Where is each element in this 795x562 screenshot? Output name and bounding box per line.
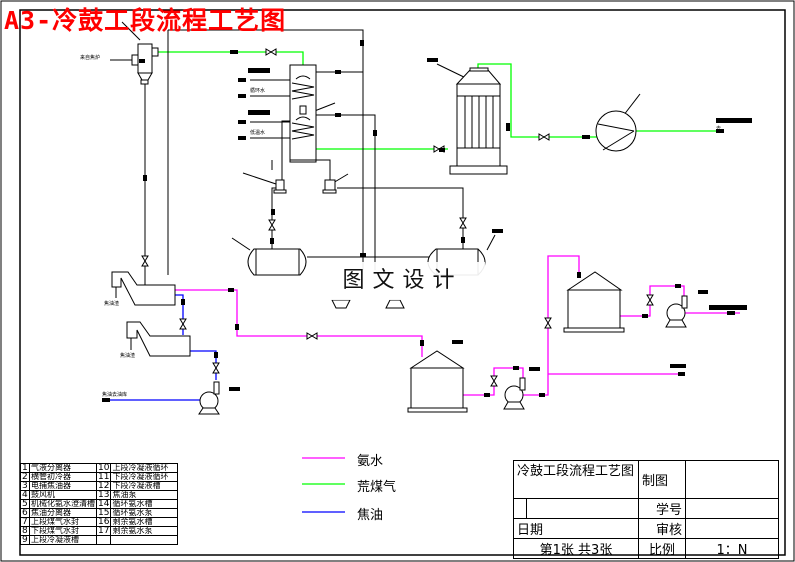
legend-raw-gas: 荒煤气 xyxy=(357,480,397,495)
valve xyxy=(141,255,149,267)
lower-gas-seal xyxy=(322,179,337,194)
ammonia-line-decanter-to-tank xyxy=(170,289,423,357)
tar-residue-label-2: 焦油渣 xyxy=(120,353,136,359)
date-label: 日期 xyxy=(513,518,639,539)
blank-cell xyxy=(513,498,527,519)
primary-cooler xyxy=(289,64,317,163)
scale-value: 1：N xyxy=(685,538,779,559)
drawn-by-label: 制图 xyxy=(638,460,686,499)
reviewer-value xyxy=(685,518,779,539)
tar-residue-label-1: 焦油渣 xyxy=(104,301,120,307)
tar-line-decanter2-to-pump xyxy=(190,350,217,380)
valve xyxy=(212,362,220,374)
valve xyxy=(268,219,276,231)
title-block: 冷鼓工段流程工艺图 制图 学号 日期 审核 第1张 共3张 比例 1：N xyxy=(513,460,779,559)
mechanical-clarifier xyxy=(111,271,176,306)
part-name: 上段冷凝液槽 xyxy=(29,535,97,545)
scale-label: 比例 xyxy=(638,538,686,559)
parts-list: 1 气液分离器 10 上段冷凝液循环 2 横管初冷器 11 下段冷凝液循环 3 … xyxy=(20,463,179,545)
ammonia-line-pump-riser xyxy=(514,255,580,396)
part-name: 剩余氨水泵 xyxy=(110,526,179,536)
parts-row: 8 下段煤气水封 17 剩余氨水泵 xyxy=(20,526,179,536)
circulating-ammonia-tank xyxy=(407,350,468,413)
surplus-ammonia-tank xyxy=(563,271,625,333)
flow-arrows xyxy=(102,40,735,402)
valves xyxy=(141,48,654,387)
valve xyxy=(490,375,498,387)
gas-liquid-separator xyxy=(131,43,159,85)
watermark: 图文设计 xyxy=(320,262,485,300)
gas-outlet-label: 去 xyxy=(716,126,722,132)
student-no-value xyxy=(685,498,779,519)
part-number: 9 xyxy=(20,535,30,545)
reviewer-label: 审核 xyxy=(638,518,686,539)
process-lines xyxy=(110,21,641,350)
upper-gas-seal xyxy=(273,179,287,194)
tar-to-storage-label: 焦油去油库 xyxy=(102,392,128,398)
upper-condensate-tank xyxy=(247,248,307,276)
blower xyxy=(595,110,637,152)
legend-tar: 焦油 xyxy=(357,508,384,523)
circulating-ammonia-pump xyxy=(503,377,526,410)
drawing-title: A3-冷鼓工段流程工艺图 xyxy=(4,6,287,35)
gas-line-separator-to-cooler xyxy=(158,51,304,67)
valve xyxy=(538,133,550,141)
valve xyxy=(306,332,318,340)
cooling-water-label-2: 低温水 xyxy=(250,130,266,136)
tar-separator xyxy=(126,321,191,357)
empty-cell xyxy=(95,535,112,545)
valve xyxy=(544,317,552,329)
valve xyxy=(646,294,654,306)
parts-row: 9 上段冷凝液槽 xyxy=(20,535,179,545)
valve xyxy=(265,48,277,56)
cooling-water-label-1: 循环水 xyxy=(250,88,266,94)
ammonia-line-tank-to-pump xyxy=(463,367,524,396)
valve xyxy=(459,217,467,229)
ammonia-line-tank2-to-pump2 xyxy=(620,285,685,317)
blank-cell xyxy=(526,498,639,519)
tar-pump xyxy=(198,381,220,415)
drawing-name: 冷鼓工段流程工艺图 xyxy=(513,460,639,499)
drawing-frame xyxy=(19,9,786,556)
student-no-label: 学号 xyxy=(638,498,686,519)
drawn-by-value xyxy=(685,460,779,499)
electrostatic-precipitator xyxy=(449,67,508,175)
valve xyxy=(179,318,187,330)
surplus-ammonia-pump xyxy=(665,295,688,328)
equipment-tags xyxy=(229,58,752,391)
parts-row: 2 横管初冷器 11 下段冷凝液循环 xyxy=(20,472,179,482)
part-number: 17 xyxy=(95,526,112,536)
empty-cell xyxy=(110,535,179,545)
legend-ammonia-water: 氨水 xyxy=(357,454,384,469)
gas-inlet-label: 来自焦炉 xyxy=(80,55,101,61)
sheet-number: 第1张 共3张 xyxy=(513,538,639,559)
